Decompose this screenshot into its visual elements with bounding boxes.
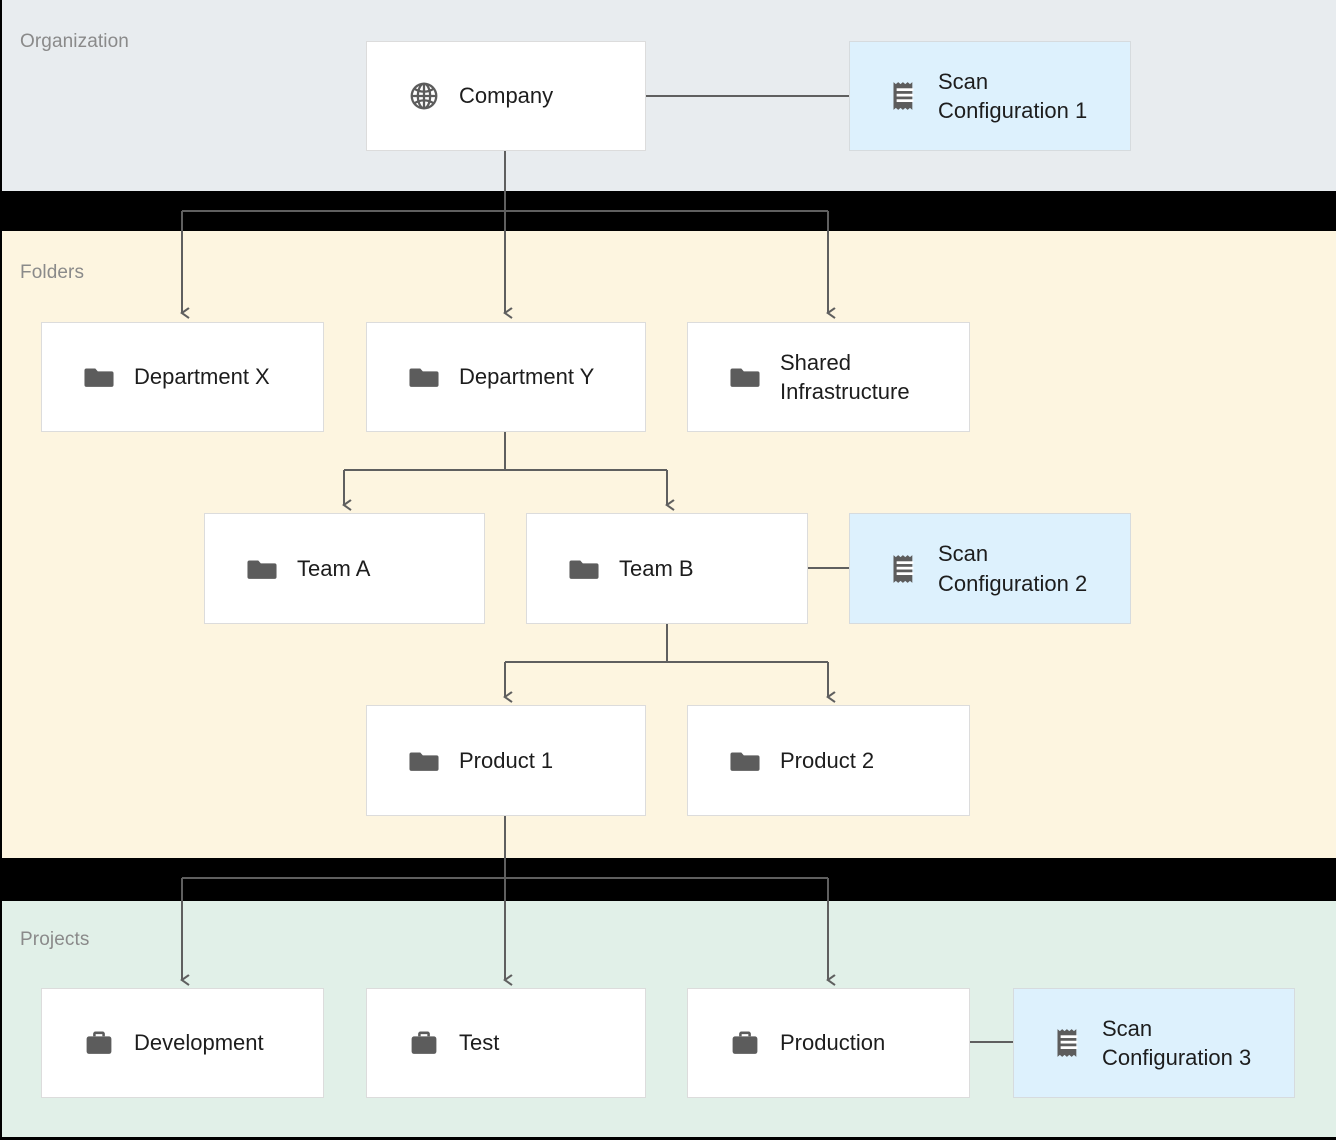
folder-icon [245,552,279,586]
node-test[interactable]: Test [366,988,646,1098]
node-label-scan-configuration-2: Scan Configuration 2 [938,541,1088,596]
folder-icon [407,744,441,778]
node-label-scan-configuration-3: Scan Configuration 3 [1102,1015,1252,1070]
folder-icon [728,360,762,394]
node-label-product-1: Product 1 [459,747,554,773]
node-label-scan-configuration-1: Scan Configuration 1 [938,68,1088,123]
node-development[interactable]: Development [41,988,324,1098]
node-scan-configuration-3[interactable]: Scan Configuration 3 [1013,988,1295,1098]
node-label-team-a: Team A [297,555,371,581]
folder-icon [407,360,441,394]
node-label-department-x: Department X [134,364,270,390]
band-label-organization: Organization [20,31,129,52]
receipt-icon [888,79,922,113]
briefcase-icon [407,1026,441,1060]
node-scan-configuration-2[interactable]: Scan Configuration 2 [849,513,1131,624]
node-product-2[interactable]: Product 2 [687,705,970,816]
node-department-y[interactable]: Department Y [366,322,646,432]
node-label-product-2: Product 2 [780,747,875,773]
folder-icon [82,360,116,394]
briefcase-icon [728,1026,762,1060]
band-label-folders: Folders [20,262,85,283]
node-product-1[interactable]: Product 1 [366,705,646,816]
node-company[interactable]: Company [366,41,646,151]
node-label-company: Company [459,83,554,109]
node-label-test: Test [459,1030,500,1056]
receipt-icon [1052,1026,1086,1060]
node-production[interactable]: Production [687,988,970,1098]
node-label-production: Production [780,1030,886,1056]
receipt-icon [888,552,922,586]
node-department-x[interactable]: Department X [41,322,324,432]
briefcase-icon [82,1026,116,1060]
node-shared-infrastructure[interactable]: Shared Infrastructure [687,322,970,432]
node-team-b[interactable]: Team B [526,513,808,624]
folder-icon [728,744,762,778]
node-label-development: Development [134,1030,264,1056]
node-label-shared-infrastructure: Shared Infrastructure [780,349,910,404]
node-team-a[interactable]: Team A [204,513,485,624]
globe-icon [407,79,441,113]
band-label-projects: Projects [20,929,90,950]
node-label-team-b: Team B [619,555,694,581]
folder-icon [567,552,601,586]
band-organization [2,0,1336,191]
node-label-department-y: Department Y [459,364,595,390]
node-scan-configuration-1[interactable]: Scan Configuration 1 [849,41,1131,151]
